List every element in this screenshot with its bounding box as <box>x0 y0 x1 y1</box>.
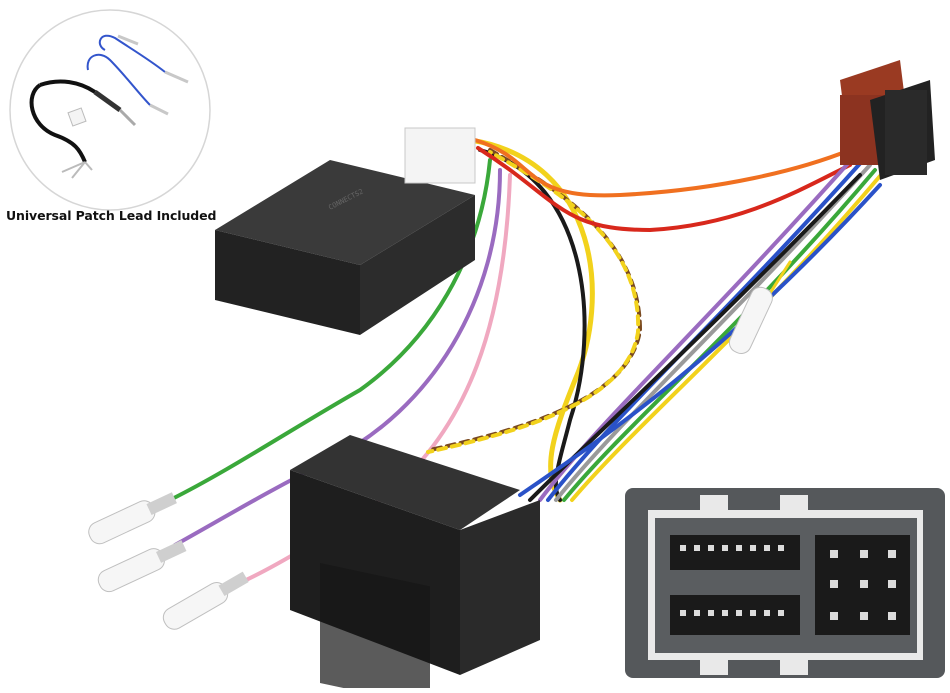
connector-face-closeup <box>625 488 945 678</box>
interface-module: CONNECTS2 <box>215 127 476 335</box>
inset-caption: Universal Patch Lead Included <box>6 208 217 223</box>
wires <box>168 137 882 587</box>
iso-connectors <box>840 60 935 180</box>
vehicle-connector <box>290 435 540 693</box>
patch-lead-inset <box>9 9 211 211</box>
spade-terminals <box>88 286 773 630</box>
